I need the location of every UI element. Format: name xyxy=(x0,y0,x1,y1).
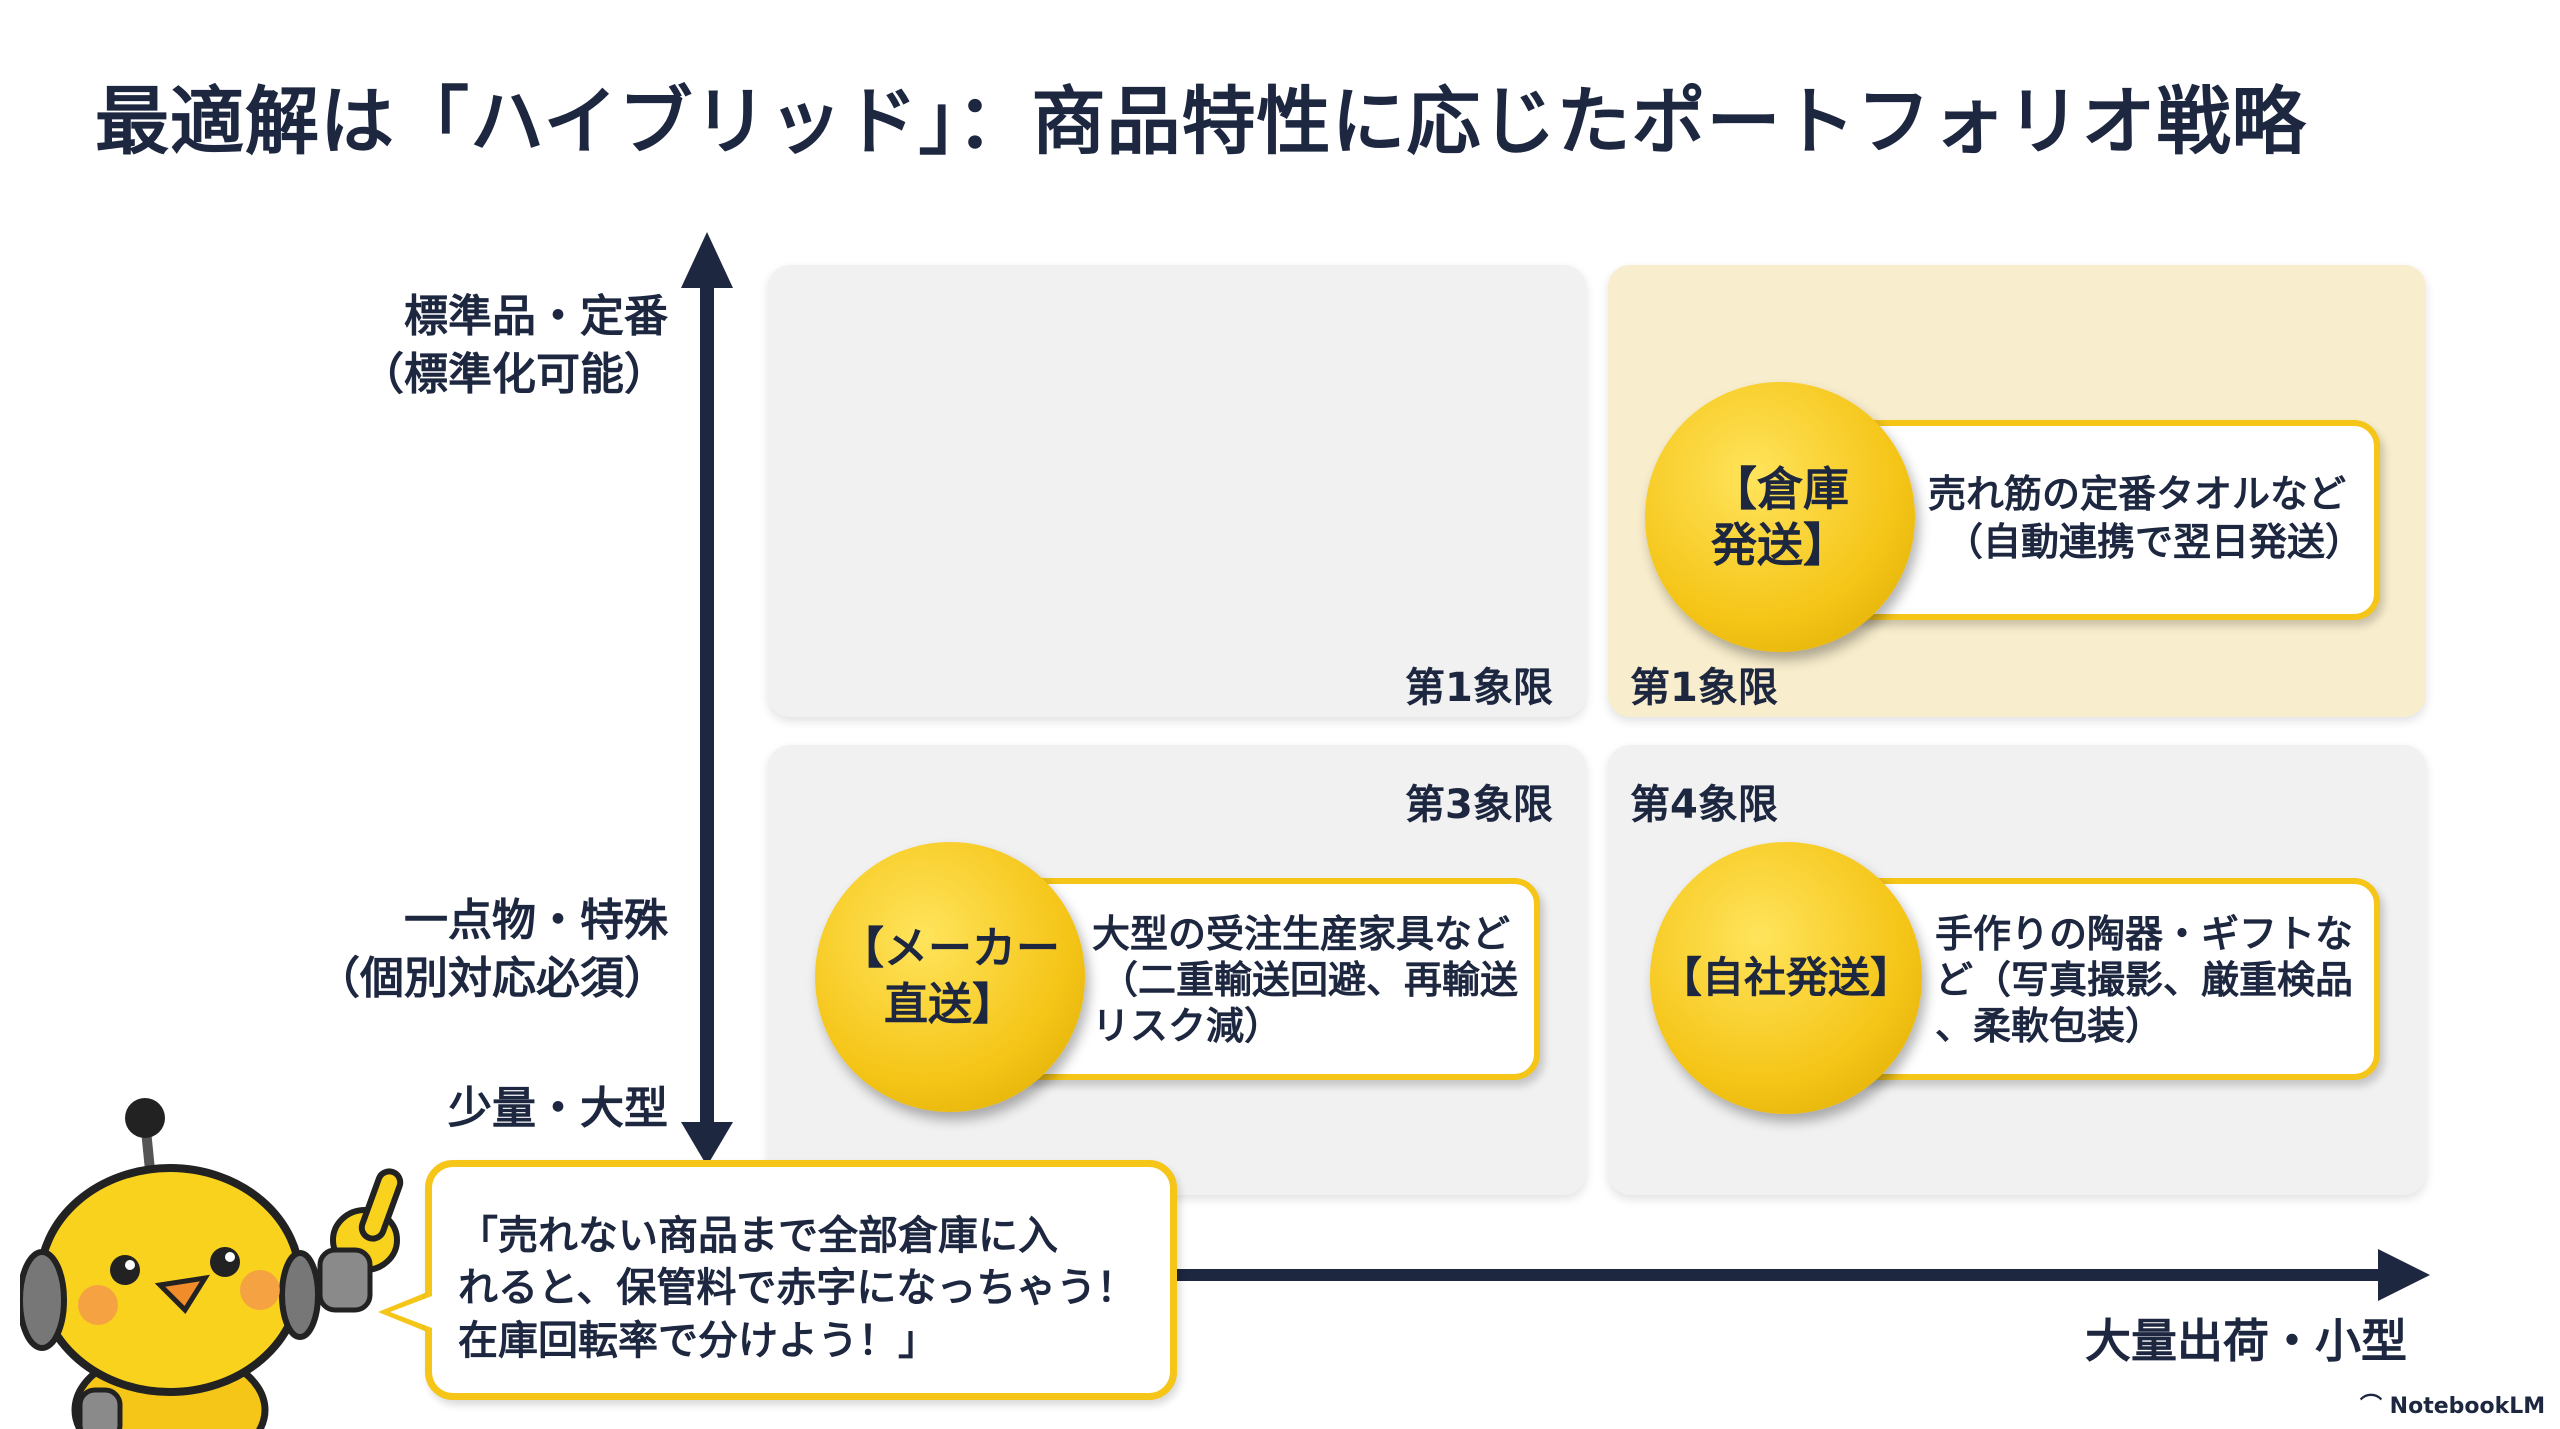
robot-mascot-icon xyxy=(20,1098,404,1429)
warehouse-badge-line1: 【倉庫 xyxy=(1711,462,1849,516)
y-axis-top-label-line1: 標準品・定番 xyxy=(404,291,668,342)
y-axis-arrow-up xyxy=(681,232,733,288)
y-axis-top-label-line2: （標準化可能） xyxy=(360,349,668,400)
speech-bubble xyxy=(425,1160,1177,1400)
in-house-desc-line3: 、柔軟包装） xyxy=(1935,1004,2164,1048)
y-axis-arrow-down xyxy=(681,1122,733,1166)
brand-mark-icon: ⌒ xyxy=(2360,1394,2390,1419)
maker-direct-desc-line1: 大型の受注生産家具など xyxy=(1092,912,1511,956)
y-axis-mid-label-line1: 一点物・特殊 xyxy=(404,895,668,946)
x-axis-right-label: 大量出荷・小型 xyxy=(2085,1314,2407,1368)
quadrant-bottom-right-label: 第4象限 xyxy=(1630,782,1778,828)
in-house-badge-line1: 【自社発送】 xyxy=(1659,953,1912,1002)
y-axis-bottom-label: 少量・大型 xyxy=(448,1083,668,1134)
y-axis-mid-label-line2: （個別対応必須） xyxy=(316,953,668,1004)
warehouse-desc-line1: 売れ筋の定番タオルなど xyxy=(1928,472,2347,516)
in-house-desc-line1: 手作りの陶器・ギフトな xyxy=(1935,912,2354,956)
speech-line2: れると、保管料で赤字になっちゃう！ xyxy=(458,1265,1137,1311)
page-title: 最適解は「ハイブリッド」：商品特性に応じたポートフォリオ戦略 xyxy=(95,79,2307,165)
warehouse-desc-line2: （自動連携で翌日発送） xyxy=(1945,520,2364,564)
maker-direct-badge: 【メーカー 直送】 xyxy=(815,842,1085,1112)
speech-bubble-tail-inner xyxy=(390,1296,432,1328)
maker-direct-desc-line3: リスク減） xyxy=(1092,1004,1283,1048)
y-axis-line xyxy=(700,262,714,1142)
warehouse-badge-line2: 発送】 xyxy=(1711,518,1849,572)
maker-direct-desc-card xyxy=(1010,878,1540,1080)
quadrant-top-left xyxy=(768,265,1586,717)
in-house-badge: 【自社発送】 xyxy=(1650,842,1922,1114)
warehouse-desc-card xyxy=(1840,420,2380,620)
y-axis-top-label: 標準品・定番 （標準化可能） xyxy=(360,288,668,404)
maker-direct-badge-line2: 直送】 xyxy=(884,979,1016,1030)
x-axis-line xyxy=(1170,1269,2390,1281)
quadrant-top-left-label: 第1象限 xyxy=(1405,665,1553,711)
x-axis-arrow-right xyxy=(2378,1249,2430,1301)
speech-line3: 在庫回転率で分けよう！」 xyxy=(458,1318,938,1364)
speech-line1: 「売れない商品まで全部倉庫に入 xyxy=(458,1213,1058,1259)
in-house-desc-line2: ど（写真撮影、厳重検品 xyxy=(1935,958,2354,1002)
y-axis-mid-label: 一点物・特殊 （個別対応必須） xyxy=(316,892,668,1008)
maker-direct-badge-line1: 【メーカー xyxy=(840,923,1060,974)
brand-text: NotebookLM xyxy=(2389,1394,2546,1419)
quadrant-top-right-label: 第1象限 xyxy=(1630,665,1778,711)
warehouse-badge: 【倉庫 発送】 xyxy=(1645,382,1915,652)
maker-direct-desc-line2: （二重輸送回避、再輸送 xyxy=(1100,958,1519,1002)
quadrant-bottom-left-label: 第3象限 xyxy=(1405,782,1553,828)
brand-logo: ⌒ NotebookLM xyxy=(2360,1388,2545,1420)
